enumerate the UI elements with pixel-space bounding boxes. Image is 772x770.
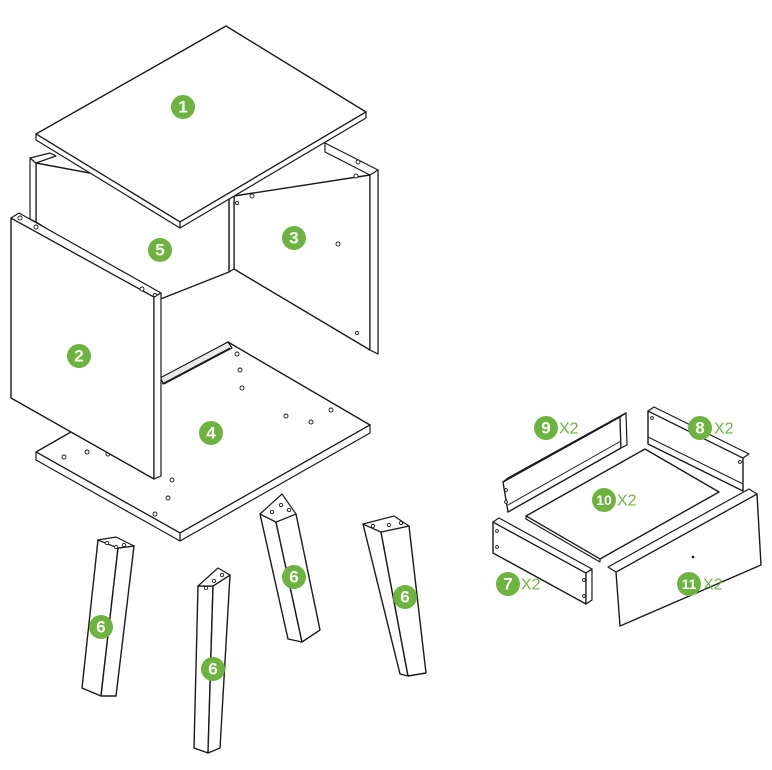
callout-8: 8 X2 — [688, 416, 734, 440]
callout-3: 3 — [282, 226, 306, 250]
callout-number: 3 — [289, 229, 298, 248]
callout-6b: 6 — [201, 657, 225, 681]
callout-10: 10 X2 — [592, 488, 637, 512]
part-7-drawer-side — [492, 517, 593, 605]
callout-7: 7 X2 — [496, 572, 541, 596]
part-1-top-panel — [35, 25, 367, 229]
part-9-drawer-side — [502, 412, 628, 513]
callout-quantity: X2 — [617, 493, 637, 510]
callout-badge — [496, 572, 520, 596]
callout-badge — [148, 238, 172, 262]
callout-number: 1 — [178, 98, 187, 117]
callout-number: 8 — [695, 419, 704, 438]
part-11-drawer-front — [607, 488, 762, 627]
callout-number: 6 — [96, 618, 105, 637]
callout-badge — [282, 226, 306, 250]
callout-badge — [171, 95, 195, 119]
callout-number: 6 — [208, 660, 217, 679]
callout-badge — [201, 657, 225, 681]
callout-11: 11 X2 — [677, 572, 723, 596]
callout-badge — [688, 416, 712, 440]
callout-number: 9 — [541, 419, 550, 438]
part-10-drawer-bottom — [525, 448, 720, 563]
callout-badge — [534, 416, 558, 440]
callout-number: 6 — [400, 588, 409, 607]
callout-badge — [199, 421, 223, 445]
callout-9: 9 X2 — [534, 416, 579, 440]
callout-1: 1 — [171, 95, 195, 119]
callout-number: 4 — [206, 424, 216, 443]
callout-quantity: X2 — [521, 577, 541, 594]
leg-1 — [81, 536, 135, 697]
callout-6d: 6 — [393, 585, 417, 609]
callout-badge — [592, 488, 616, 512]
callout-number: 2 — [74, 347, 83, 366]
callout-badge — [677, 572, 701, 596]
callout-number: 5 — [155, 241, 164, 260]
callout-4: 4 — [199, 421, 223, 445]
callout-2: 2 — [67, 344, 91, 368]
callout-quantity: X2 — [714, 421, 734, 438]
callout-6a: 6 — [89, 615, 113, 639]
callout-quantity: X2 — [703, 577, 723, 594]
part-4-bottom-panel — [35, 341, 371, 542]
callout-badge — [67, 344, 91, 368]
callout-number: 7 — [503, 575, 512, 594]
callout-6c: 6 — [282, 565, 306, 589]
callout-number: 10 — [596, 492, 612, 508]
callout-5: 5 — [148, 238, 172, 262]
callout-badge — [393, 585, 417, 609]
callout-quantity: X2 — [559, 421, 579, 438]
callout-badge — [89, 615, 113, 639]
callout-badge — [282, 565, 306, 589]
callout-number: 6 — [289, 568, 298, 587]
callout-number: 11 — [682, 576, 697, 592]
part-3-right-side-panel — [228, 142, 379, 355]
